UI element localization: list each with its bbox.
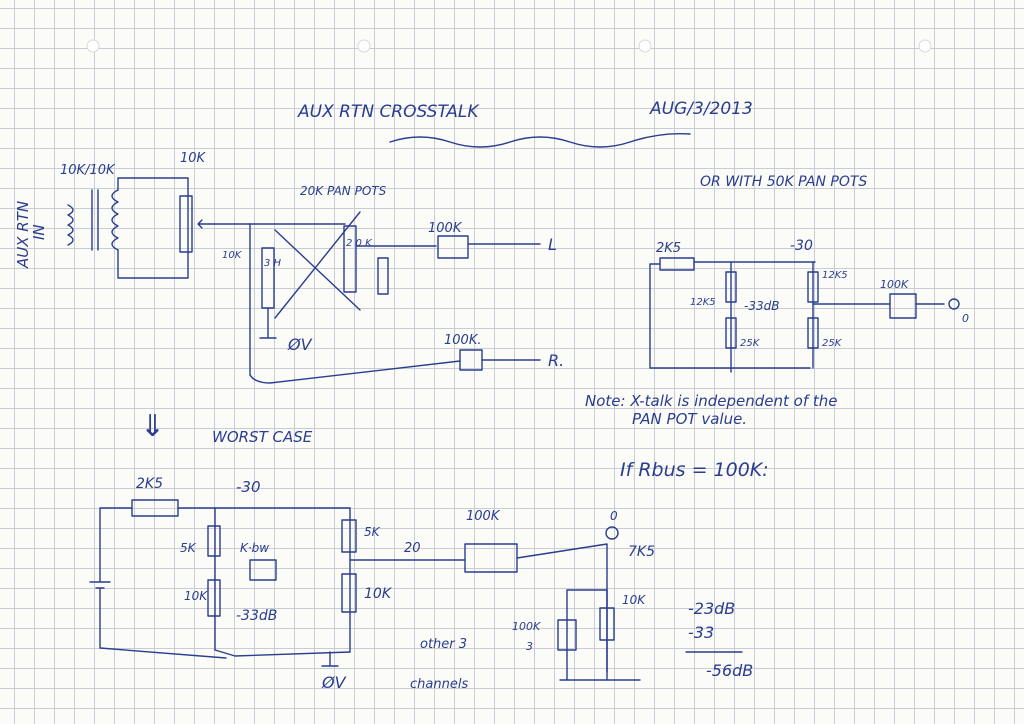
punch-hole xyxy=(638,39,652,53)
alt-r-left-label: 12K5 xyxy=(690,297,716,308)
note-line-1: Note: X-talk is independent of the xyxy=(585,392,838,410)
note-line-2: PAN POT value. xyxy=(632,410,747,428)
wc-center-box xyxy=(249,559,277,581)
wc-bottom-wire xyxy=(214,649,351,657)
small-resistor-label: 10K xyxy=(222,250,243,261)
wc-level-label: -30 xyxy=(236,478,261,496)
bus-note: If Rbus = 100K: xyxy=(620,459,769,481)
alt-level-label: -30 xyxy=(790,238,813,254)
punch-hole xyxy=(918,39,932,53)
alt-input-resistor xyxy=(659,257,695,271)
pan-trim-resistor xyxy=(377,257,389,295)
punch-hole xyxy=(86,39,100,53)
down-arrow: ⇓ xyxy=(140,409,165,444)
wc-r-parallel-bottom-label: 3 xyxy=(526,640,533,653)
resistor-lower-label: 100K. xyxy=(444,333,481,348)
wc-db-56-label: -56dB xyxy=(706,661,753,680)
alt-r-out-label: 100K xyxy=(880,278,909,291)
alt-r-right-label: 12K5 xyxy=(822,270,848,281)
alt-circuit-heading: OR WITH 50K PAN POTS xyxy=(700,174,867,190)
alt-db-label: -33dB xyxy=(744,299,779,313)
transformer-primary xyxy=(67,204,74,246)
wc-ground-label: ØV xyxy=(321,673,347,692)
wc-r-7k5-label: 7K5 xyxy=(628,544,655,560)
wc-db-23-label: -23dB xyxy=(688,599,735,618)
title-underline-wave xyxy=(389,132,691,148)
right-bus-wire xyxy=(249,360,461,384)
wc-r-parallel-top-label: 100K xyxy=(512,620,541,633)
ground-label: ØV xyxy=(287,335,313,354)
alt-r-bottom-right-label: 25K xyxy=(822,338,843,349)
pan-left-label: 3 H xyxy=(264,258,282,269)
pot-wiper-arrow xyxy=(197,219,211,229)
alt-r-in-label: 2K5 xyxy=(656,241,681,256)
output-l-label: L xyxy=(548,235,557,254)
wc-r-10k-right xyxy=(341,573,357,613)
wc-out-node xyxy=(605,526,619,540)
pan-right-label: 2 0 K xyxy=(346,238,373,249)
wc-r-10k-left-label: 10K xyxy=(184,589,208,603)
transformer-label: 10K/10K xyxy=(60,163,116,178)
wc-r-in-label: 2K5 xyxy=(136,476,163,492)
bus-resistor-lower xyxy=(459,349,483,371)
alt-r-out xyxy=(889,293,917,319)
wc-r-100k xyxy=(464,543,518,573)
alt-left-wire xyxy=(649,263,811,369)
wc-db-33-label: -33 xyxy=(688,623,714,642)
wc-knob-label: K·bw xyxy=(240,541,269,555)
wc-r-5k-right-label: 5K xyxy=(364,525,381,539)
wc-r-10k-right-label: 10K xyxy=(364,586,393,602)
wc-input-resistor xyxy=(131,499,179,517)
alt-out-node-circle xyxy=(948,298,960,310)
alt-out-node-label: 0 xyxy=(962,312,969,325)
transformer-secondary xyxy=(111,189,119,251)
wc-r-10k-bus xyxy=(599,607,615,641)
pan-pots-label: 20K PAN POTS xyxy=(300,184,387,198)
pan-pot-right xyxy=(343,225,357,293)
punch-hole xyxy=(357,39,371,53)
wc-parallel-wires xyxy=(566,589,608,681)
diagram-date: AUG/3/2013 xyxy=(649,99,753,119)
in-side-label: IN xyxy=(30,224,48,240)
wc-r-5k-right xyxy=(341,519,357,553)
resistor-upper-label: 100K xyxy=(428,221,463,236)
pan-pot-left xyxy=(261,247,275,309)
wc-ground-symbol xyxy=(321,651,339,667)
wc-db-label: -33dB xyxy=(236,608,277,624)
ground-symbol xyxy=(259,307,277,339)
wc-other-label-2: channels xyxy=(410,677,468,692)
aux-rtn-side-label: AUX RTN xyxy=(14,201,32,269)
wc-node-20-label: 20 xyxy=(404,541,421,556)
wc-r-5k-label: 5K xyxy=(180,541,197,555)
crossing-wires xyxy=(274,211,361,319)
diagram-title: AUX RTN CROSSTALK xyxy=(297,102,480,122)
wc-other-label-1: other 3 xyxy=(420,637,467,652)
wc-r-10k-bus-label: 10K xyxy=(622,593,646,607)
secondary-loop-wire xyxy=(117,177,189,279)
wc-r-100k-label: 100K xyxy=(466,509,501,524)
volume-pot-resistor xyxy=(179,195,193,253)
wc-r-5k-left xyxy=(207,525,221,557)
bus-resistor-upper xyxy=(437,235,469,259)
wc-out-node-label: 0 xyxy=(610,509,618,523)
output-r-label: R. xyxy=(548,351,564,370)
alt-r-bottom-left-label: 25K xyxy=(740,338,761,349)
pot-label: 10K xyxy=(180,151,207,166)
wc-r-parallel xyxy=(557,619,577,651)
wc-battery-loop xyxy=(89,507,227,659)
worst-case-heading: WORST CASE xyxy=(212,428,313,446)
wc-r-10k-left xyxy=(207,579,221,617)
